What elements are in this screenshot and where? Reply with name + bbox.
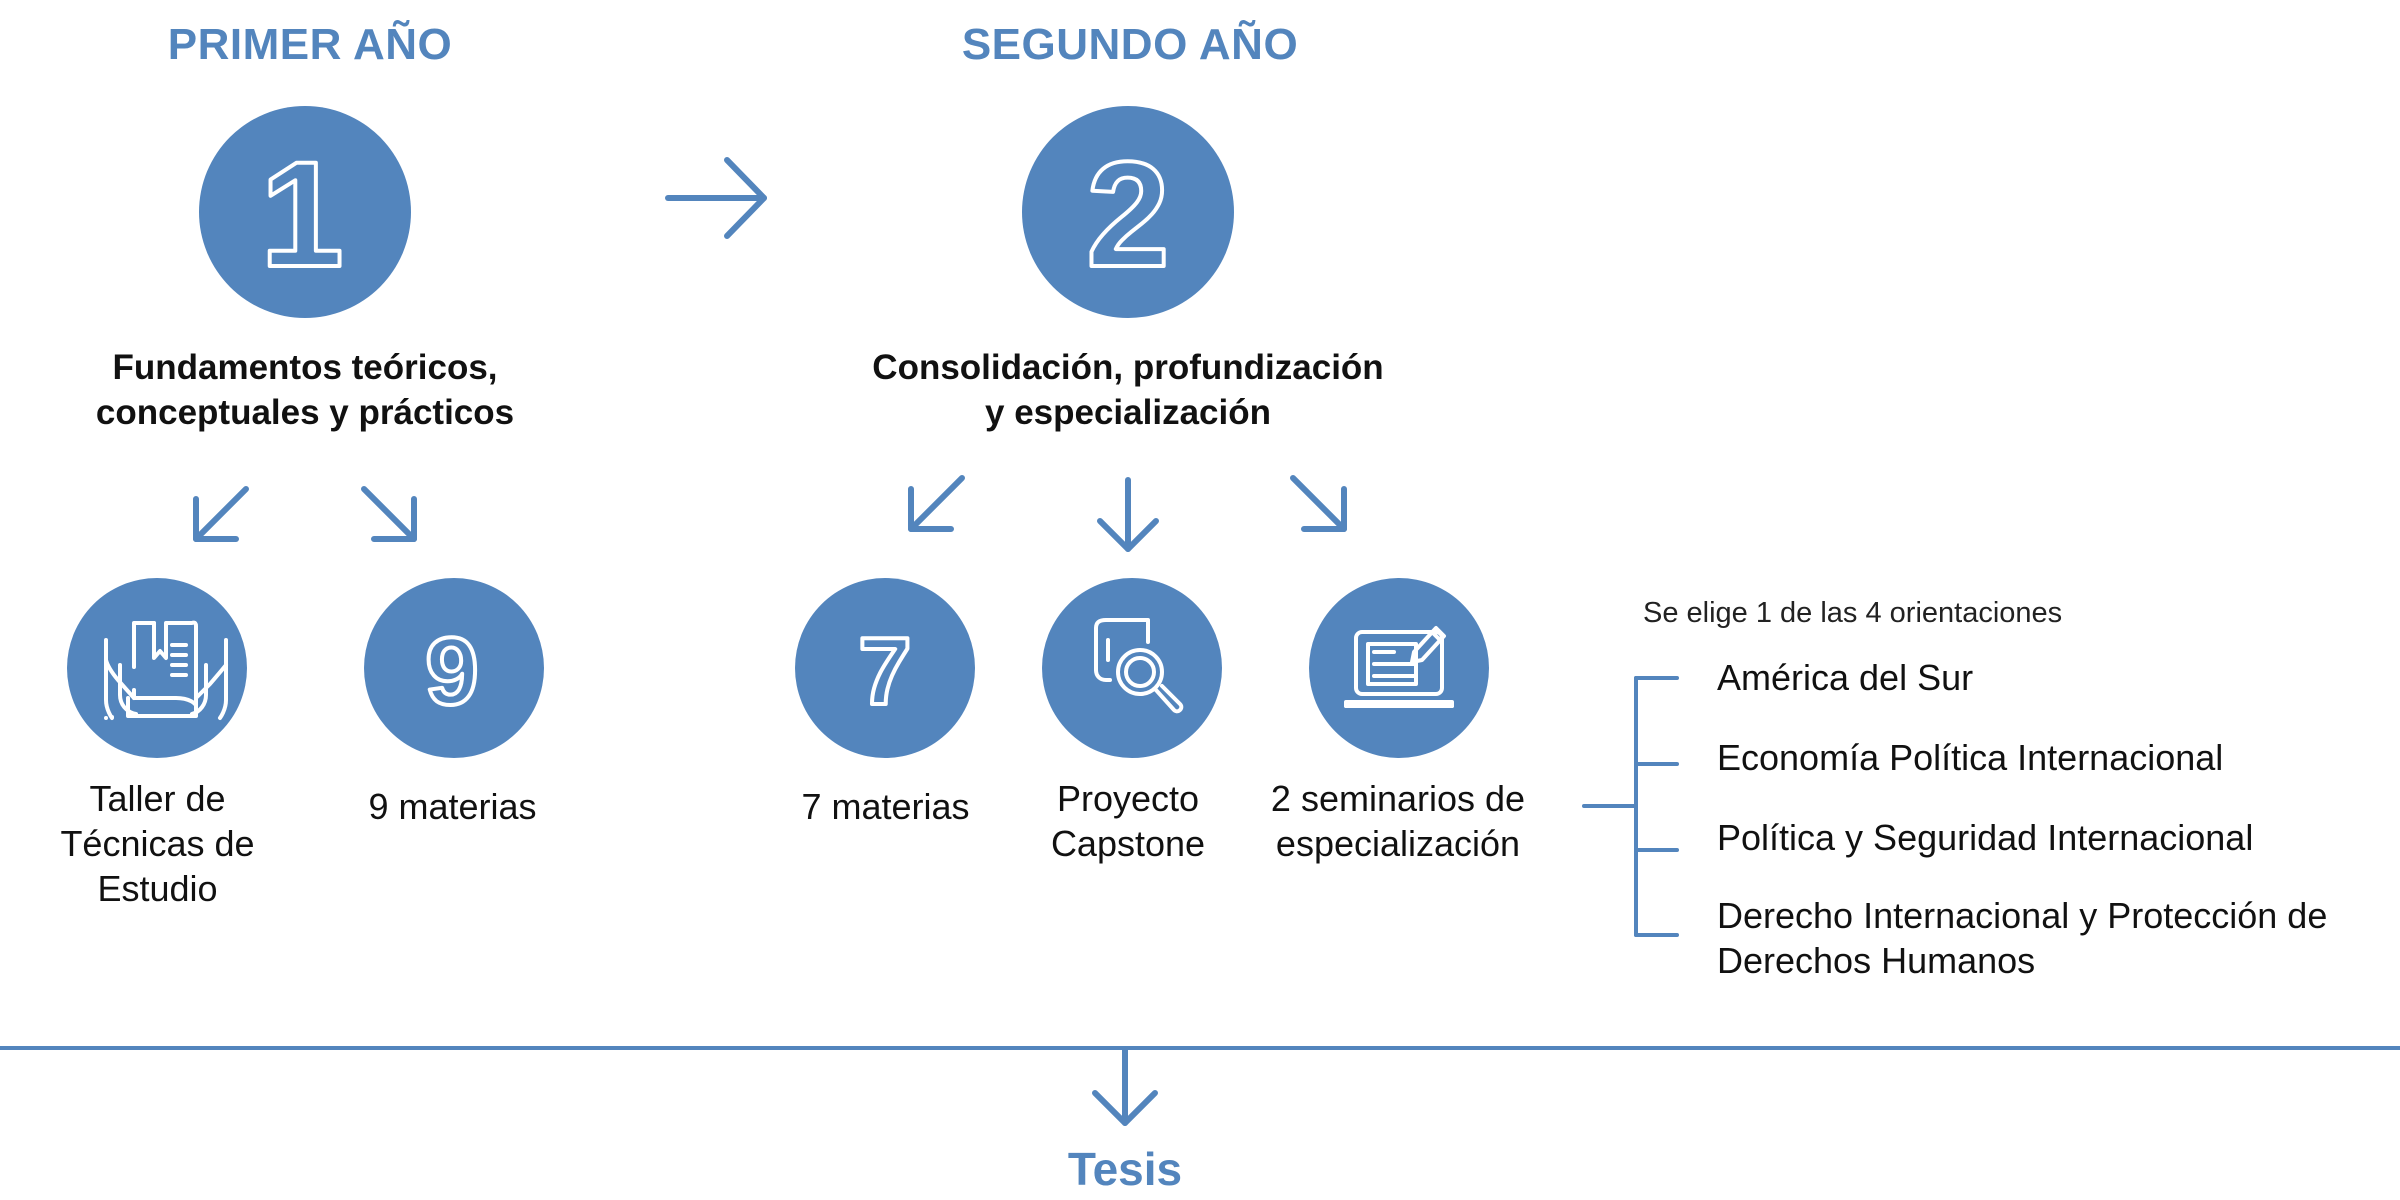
item-label-line: 2 seminarios de: [1270, 778, 1526, 819]
magnifier-document-icon: [1094, 618, 1184, 714]
orientation-option: Economía Política Internacional: [1717, 737, 2224, 778]
orientation-option: Derecho Internacional y Protección de De…: [1717, 893, 2387, 983]
orientation-option: América del Sur: [1717, 657, 1974, 698]
item-label-line: Estudio: [97, 868, 218, 909]
year-title-1: PRIMER AÑO: [167, 20, 453, 69]
book-icon: [104, 620, 228, 720]
orientation-option-line: Derechos Humanos: [1717, 940, 2036, 981]
item-label-line: especialización: [1275, 823, 1521, 864]
orientation-option-line: Derecho Internacional y Protección de: [1717, 895, 2328, 936]
item-label-seminarios: 2 seminarios de especialización: [1248, 776, 1548, 866]
final-tesis: Tesis: [1067, 1143, 1183, 1195]
step-circle-1: [199, 106, 411, 318]
arrow-down-left-icon: [908, 475, 965, 532]
item-label-taller: Taller de Técnicas de Estudio: [20, 776, 295, 911]
arrow-down-icon: [1097, 477, 1159, 552]
item-circle-9-materias: [364, 578, 544, 758]
step-number-1: 1: [260, 130, 343, 298]
item-label-capstone: Proyecto Capstone: [1010, 776, 1246, 866]
arrow-right-icon: [665, 157, 767, 239]
stage-description-line: y especialización: [985, 393, 1271, 432]
item-circle-taller: [67, 578, 247, 758]
item-label-line: Proyecto: [1056, 778, 1200, 819]
stage-description-line: Fundamentos teóricos,: [112, 348, 498, 387]
year-title-2: SEGUNDO AÑO: [961, 20, 1299, 69]
item-label-line: Técnicas de: [60, 823, 255, 864]
arrow-down-right-icon: [361, 486, 417, 542]
stage-description-1: Fundamentos teóricos, conceptuales y prá…: [40, 345, 570, 435]
item-label-9-materias: 9 materias: [330, 784, 575, 829]
item-label-line: 7 materias: [801, 786, 970, 827]
item-label-line: 9 materias: [368, 786, 537, 827]
laptop-edit-icon: [1344, 626, 1454, 708]
item-label-line: Taller de: [89, 778, 226, 819]
arrow-down-icon: [1092, 1047, 1158, 1126]
item-label-line: Capstone: [1050, 823, 1206, 864]
stage-description-line: conceptuales y prácticos: [95, 393, 515, 432]
arrow-down-right-icon: [1290, 475, 1347, 532]
stage-description-line: Consolidación, profundización: [872, 348, 1384, 387]
stage-description-2: Consolidación, profundización y especial…: [828, 345, 1428, 435]
step-circle-2: [1022, 106, 1234, 318]
item-label-7-materias: 7 materias: [763, 784, 1008, 829]
arrows: [0, 157, 2400, 1126]
orientation-bracket: [1582, 676, 1679, 937]
count-number-7: 7: [858, 618, 911, 725]
count-number-9: 9: [425, 618, 478, 725]
item-circle-capstone: [1042, 578, 1222, 758]
arrow-down-left-icon: [193, 486, 249, 542]
item-circle-seminarios: [1309, 578, 1489, 758]
step-number-2: 2: [1086, 130, 1169, 298]
orientations-note: Se elige 1 de las 4 orientaciones: [1643, 597, 2063, 629]
item-circle-7-materias: [795, 578, 975, 758]
orientation-option: Política y Seguridad Internacional: [1717, 817, 2254, 858]
